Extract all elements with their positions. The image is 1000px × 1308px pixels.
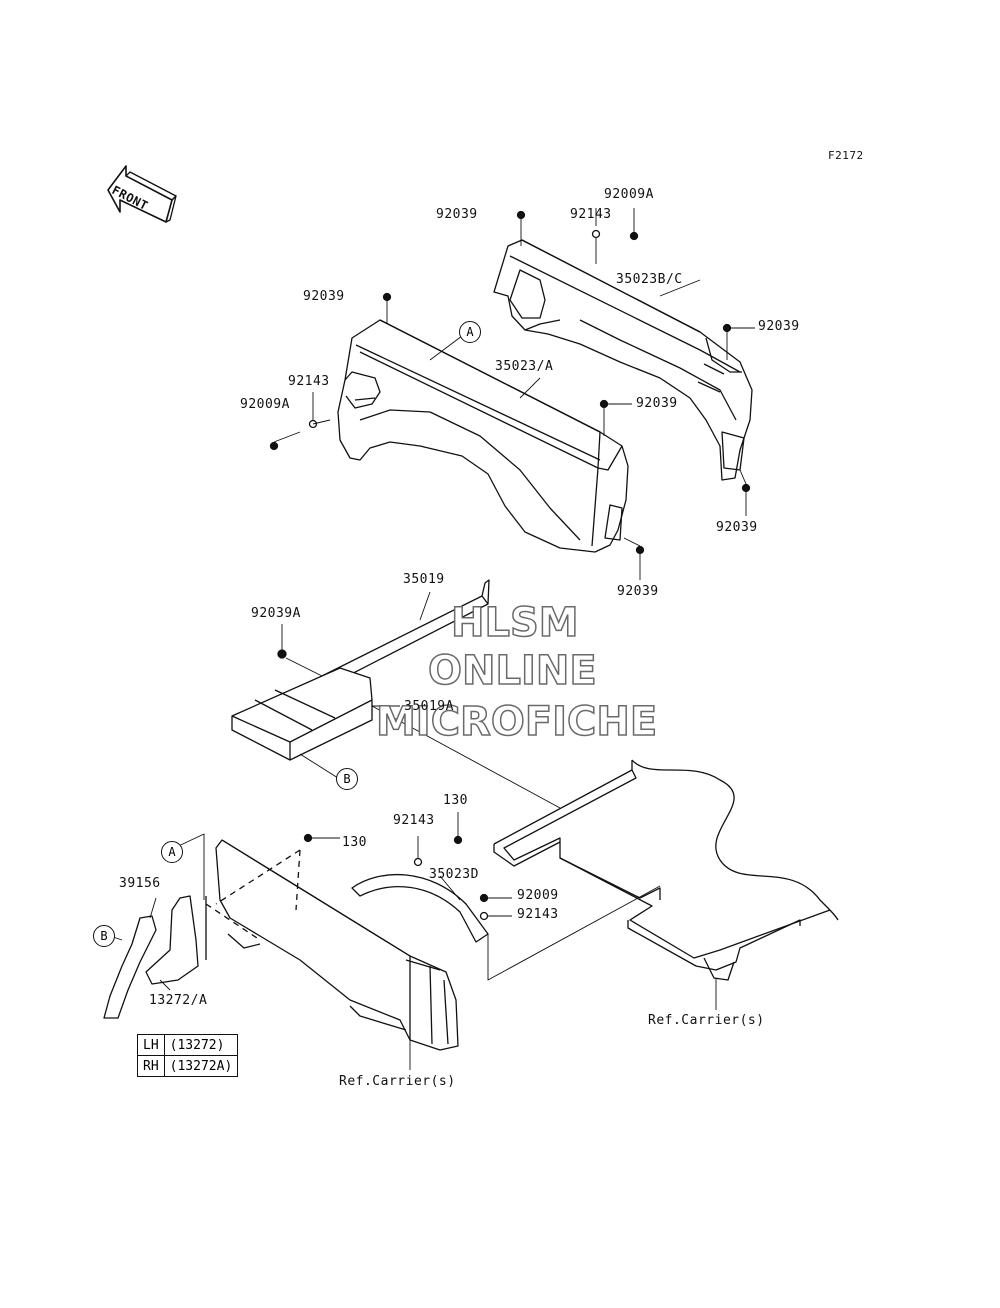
part-label: 92039	[716, 520, 758, 535]
part-label: 130	[342, 835, 367, 850]
fasteners-drawing	[269, 210, 751, 921]
carrier-frame-drawing	[493, 759, 839, 981]
callout-a-lower: A	[161, 841, 183, 863]
part-label: 92143	[517, 907, 559, 922]
arch-35023d-drawing	[351, 873, 489, 943]
table-cell: LH	[137, 1034, 165, 1056]
part-label: 92009	[517, 888, 559, 903]
part-label: 92039	[758, 319, 800, 334]
part-label: 92039	[636, 396, 678, 411]
inner-fender-drawing	[205, 839, 459, 1051]
leader-lines	[109, 208, 755, 1070]
part-label: 92009A	[240, 397, 290, 412]
table-cell: (13272)	[163, 1034, 239, 1056]
part-label: 92039A	[251, 606, 301, 621]
part-label: 92039	[436, 207, 478, 222]
lh-rh-legend-table: LH (13272) RH (13272A)	[137, 1034, 239, 1077]
fender-35023a-drawing	[337, 319, 629, 553]
part-label: 130	[443, 793, 468, 808]
flap-39156-drawing	[103, 915, 157, 1019]
mudguard-13272a-drawing	[145, 895, 207, 985]
part-label: 35023B/C	[616, 272, 683, 287]
part-label: 39156	[119, 876, 161, 891]
table-cell: (13272A)	[163, 1055, 239, 1077]
callout-a-upper: A	[459, 321, 481, 343]
table-cell: RH	[137, 1055, 165, 1077]
fender-35023bc-drawing	[493, 239, 753, 481]
figure-id: F2172	[828, 149, 864, 162]
watermark-line2: ONLINE	[427, 647, 597, 695]
ref-carrier-label: Ref.Carrier(s)	[648, 1013, 765, 1028]
watermark-line3: MICROFICHE	[375, 698, 658, 746]
callout-b-upper: B	[336, 768, 358, 790]
part-label: 13272/A	[149, 993, 208, 1008]
part-label: 35019A	[404, 699, 454, 714]
table-row: LH (13272)	[137, 1034, 239, 1056]
watermark-line1: HLSM	[450, 599, 579, 647]
part-label: 92143	[393, 813, 435, 828]
part-label: 92009A	[604, 187, 654, 202]
ref-carrier-label: Ref.Carrier(s)	[339, 1074, 456, 1089]
front-arrow-icon	[107, 165, 177, 223]
part-label: 92143	[570, 207, 612, 222]
part-label: 35023D	[429, 867, 479, 882]
callout-b-lower: B	[93, 925, 115, 947]
part-label: 92143	[288, 374, 330, 389]
part-label: 92039	[617, 584, 659, 599]
cover-35019a-drawing	[231, 667, 373, 761]
part-label: 35019	[403, 572, 445, 587]
part-label: 35023/A	[495, 359, 554, 374]
part-label: 92039	[303, 289, 345, 304]
table-row: RH (13272A)	[137, 1055, 239, 1077]
